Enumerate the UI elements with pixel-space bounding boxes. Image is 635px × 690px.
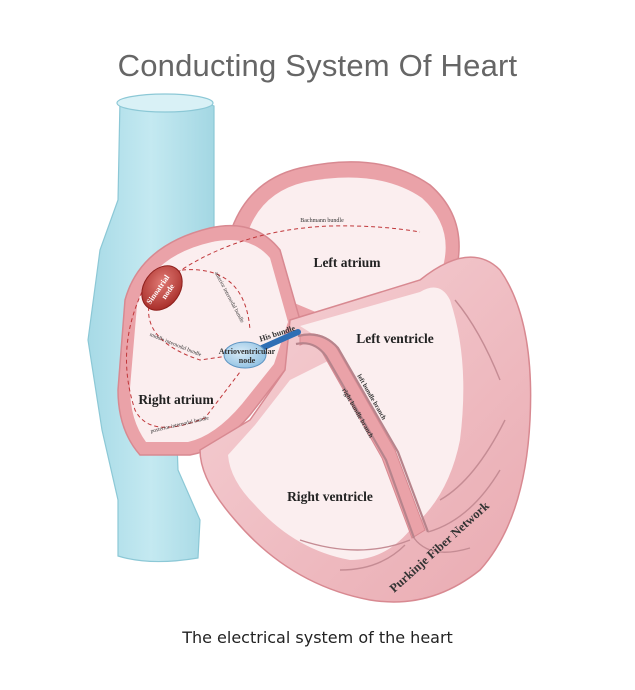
diagram-caption: The electrical system of the heart <box>182 628 453 647</box>
av-node-label-2: node <box>239 356 256 365</box>
middle-internodal-path <box>148 299 229 361</box>
his-bundle-shape <box>259 329 301 351</box>
bachmann-bundle-label: Bachmann bundle <box>300 218 344 224</box>
left-ventricle-label: Left ventricle <box>356 331 434 346</box>
left-atrium-chamber <box>248 177 446 318</box>
right-bundle-branch-line <box>295 342 416 539</box>
vena-cava-opening <box>116 93 214 113</box>
page-title: Conducting System Of Heart <box>117 48 518 83</box>
posterior-internodal-path <box>125 291 241 428</box>
av-node-label-1: Atrioventricular <box>219 347 276 356</box>
atrioventricular-node <box>223 341 267 369</box>
left-bundle-branch-line <box>297 333 430 533</box>
right-atrium-label: Right atrium <box>138 392 214 407</box>
right-ventricle-chamber <box>228 360 410 560</box>
anterior-internodal-path <box>181 269 251 331</box>
sinoatrial-node <box>141 265 183 311</box>
left-ventricle-chamber <box>300 287 464 520</box>
purkinje-fibers <box>299 299 506 571</box>
right-ventricle-label: Right ventricle <box>287 489 373 504</box>
bachmann-bundle-path <box>159 225 421 286</box>
left-atrium-label: Left atrium <box>313 255 381 270</box>
